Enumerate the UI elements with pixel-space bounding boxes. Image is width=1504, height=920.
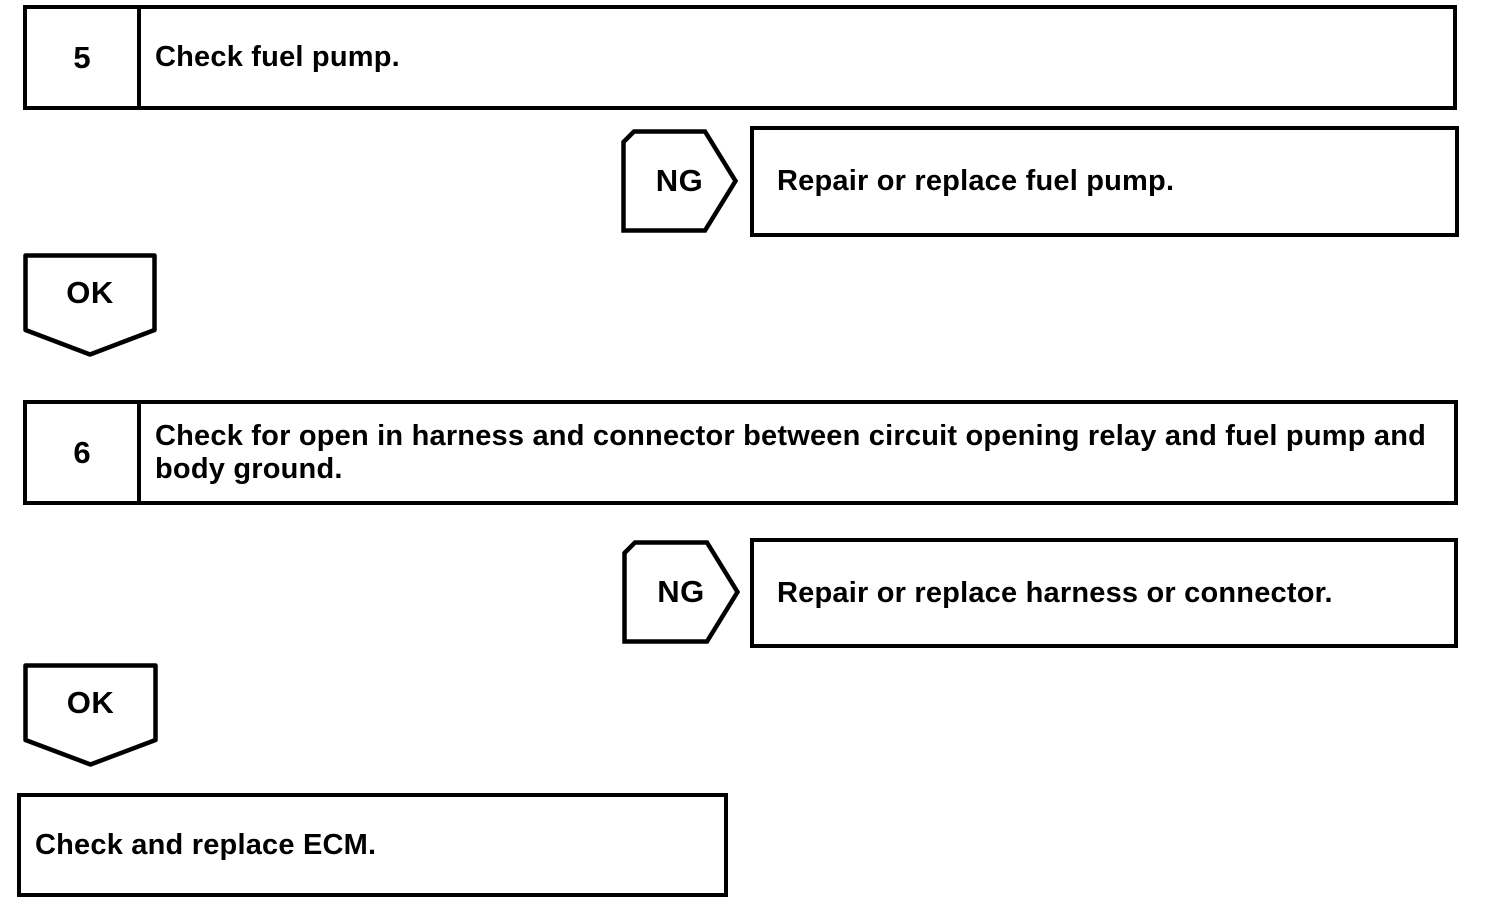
ng-label-step-5: NG [655, 163, 704, 198]
step-5-box: 5 Check fuel pump. [23, 5, 1457, 110]
ng-pentagon-icon [621, 129, 738, 233]
final-action-box: Check and replace ECM. [17, 793, 728, 897]
ok-arrow-shape-step-5: OK [23, 253, 157, 357]
ok-label-step-6: OK [66, 684, 115, 720]
step-6-instruction: Check for open in harness and connector … [155, 419, 1427, 485]
ng-pentagon-icon [622, 540, 740, 644]
ok-arrow-shape-step-6: OK [23, 663, 158, 767]
ok-label-step-5: OK [66, 274, 114, 310]
ng-label-step-6: NG [657, 574, 705, 609]
ng-action-box-step-5: Repair or replace fuel pump. [750, 126, 1459, 237]
ng-action-box-step-6: Repair or replace harness or connector. [750, 538, 1458, 648]
step-5-instruction: Check fuel pump. [155, 41, 400, 73]
step-6-number: 6 [27, 404, 141, 501]
step-6-box: 6 Check for open in harness and connecto… [23, 400, 1458, 505]
step-5-number: 5 [27, 9, 141, 106]
ok-pointer-icon [23, 663, 158, 767]
ok-pointer-icon [23, 253, 157, 357]
ng-arrow-shape-step-5: NG [621, 129, 738, 233]
ng-arrow-shape-step-6: NG [622, 540, 740, 644]
